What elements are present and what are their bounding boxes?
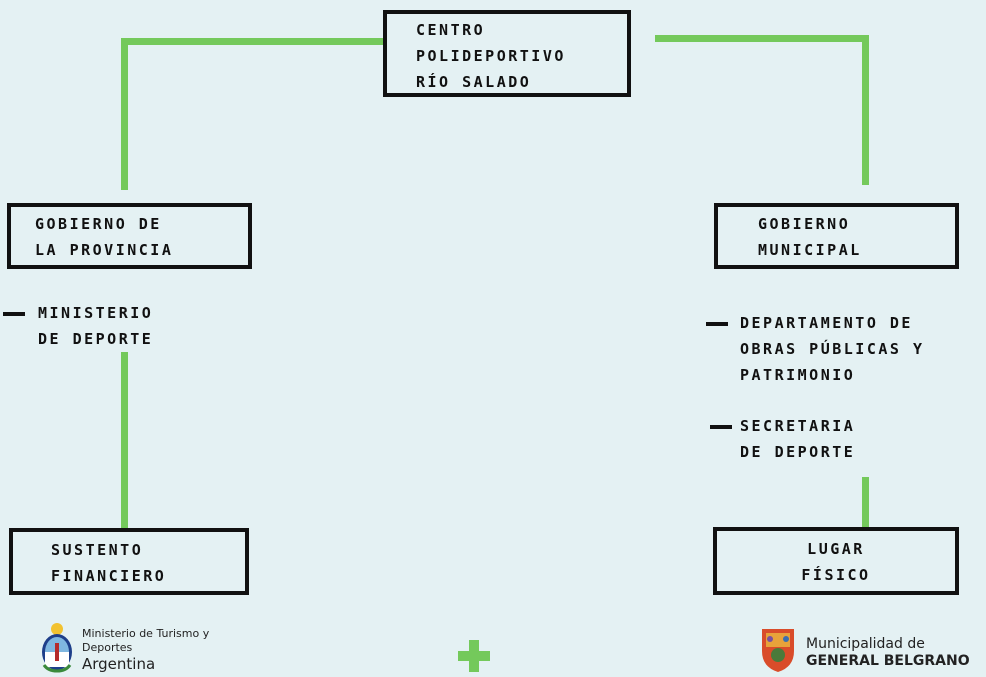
node-gobierno-municipal: GOBIERNO MUNICIPAL [714,203,959,269]
node-label-line: GOBIERNO [758,215,851,233]
node-label-line: SUSTENTO [51,541,144,559]
item-label-line: SECRETARIA [740,417,856,435]
item-label-line: PATRIMONIO [740,366,856,384]
node-label-line: LA PROVINCIA [35,241,174,259]
connector-left-bottom-vertical [121,352,128,528]
item-label-line: OBRAS PÚBLICAS Y [740,340,925,358]
connector-right-bottom-vertical [862,477,869,527]
node-label-line: GOBIERNO DE [35,215,162,233]
bullet-dash [710,425,732,429]
item-label-line: MINISTERIO [38,304,154,322]
node-sustento-financiero: SUSTENTO FINANCIERO [9,528,249,595]
item-secretaria-deporte: SECRETARIA DE DEPORTE [740,413,855,465]
node-label-line: POLIDEPORTIVO [416,47,566,65]
ministerio-logo-line3: Argentina [82,655,156,673]
node-label-line: MUNICIPAL [758,241,862,259]
municipalidad-logo-line1: Municipalidad de [806,636,925,652]
item-label-line: DE DEPORTE [38,330,154,348]
municipal-shield-icon [762,629,794,672]
item-ministerio-deporte: MINISTERIO DE DEPORTE [38,300,153,352]
node-label-line: FÍSICO [801,566,871,584]
ministerio-logo-line2: Deportes [82,641,133,654]
node-label-line: CENTRO [416,21,486,39]
plus-icon [458,640,490,672]
connector-top-left-vertical [121,38,128,190]
item-label-line: DEPARTAMENTO DE [740,314,913,332]
connector-top-right-horizontal [655,35,869,42]
item-departamento-obras: DEPARTAMENTO DE OBRAS PÚBLICAS Y PATRIMO… [740,310,925,388]
item-label-line: DE DEPORTE [740,443,856,461]
node-label-line: LUGAR [807,540,865,558]
argentina-coat-of-arms-icon [42,623,72,673]
bullet-dash [706,322,728,326]
ministerio-logo-line1: Ministerio de Turismo y [82,627,210,640]
municipalidad-logo-line2: GENERAL BELGRANO [806,653,970,669]
node-label-line: FINANCIERO [51,567,167,585]
connector-top-right-vertical [862,35,869,185]
bullet-dash [3,312,25,316]
node-lugar-fisico: LUGAR FÍSICO [713,527,959,595]
node-label-line: RÍO SALADO [416,73,532,91]
node-gobierno-provincia: GOBIERNO DE LA PROVINCIA [7,203,252,269]
connector-top-left-horizontal [121,38,385,45]
node-centro-polideportivo: CENTRO POLIDEPORTIVO RÍO SALADO [383,10,631,97]
